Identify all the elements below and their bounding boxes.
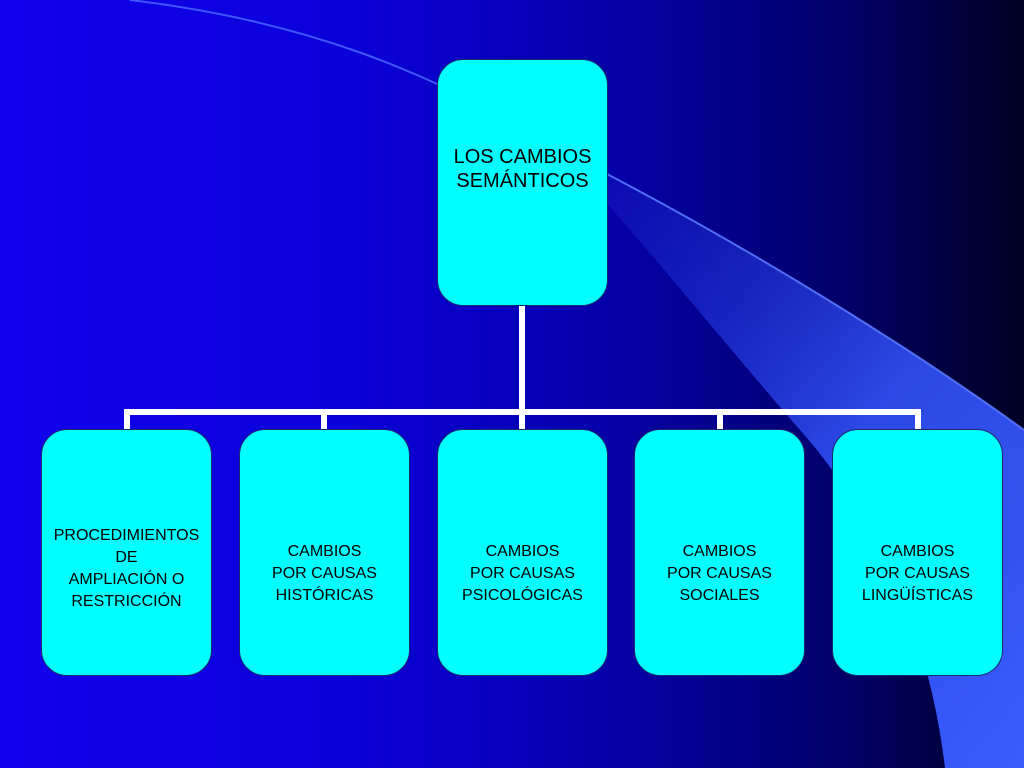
child-node-sociales: CAMBIOS POR CAUSAS SOCIALES [634, 429, 805, 676]
child-node-label: CAMBIOS POR CAUSAS SOCIALES [667, 542, 772, 604]
child-node-label: CAMBIOS POR CAUSAS HISTÓRICAS [272, 542, 377, 604]
connector-drop-4 [717, 409, 723, 430]
connector-drop-5 [915, 409, 921, 430]
root-node: LOS CAMBIOS SEMÁNTICOS [437, 59, 608, 306]
child-node-psicologicas: CAMBIOS POR CAUSAS PSICOLÓGICAS [437, 429, 608, 676]
child-node-label: CAMBIOS POR CAUSAS PSICOLÓGICAS [462, 542, 583, 604]
connector-root-stem [519, 306, 525, 412]
connector-drop-3 [519, 409, 525, 430]
swoosh-edge-line [559, 149, 1024, 431]
root-node-label: LOS CAMBIOS SEMÁNTICOS [453, 145, 592, 192]
child-node-linguisticas: CAMBIOS POR CAUSAS LINGÜÍSTICAS [832, 429, 1003, 676]
connector-drop-2 [321, 409, 327, 430]
child-node-label: CAMBIOS POR CAUSAS LINGÜÍSTICAS [861, 542, 974, 604]
child-node-procedimientos: PROCEDIMIENTOS DE AMPLIACIÓN O RESTRICCI… [41, 429, 212, 676]
connector-drop-1 [124, 409, 130, 430]
child-node-historicas: CAMBIOS POR CAUSAS HISTÓRICAS [239, 429, 410, 676]
child-node-label: PROCEDIMIENTOS DE AMPLIACIÓN O RESTRICCI… [53, 526, 200, 610]
